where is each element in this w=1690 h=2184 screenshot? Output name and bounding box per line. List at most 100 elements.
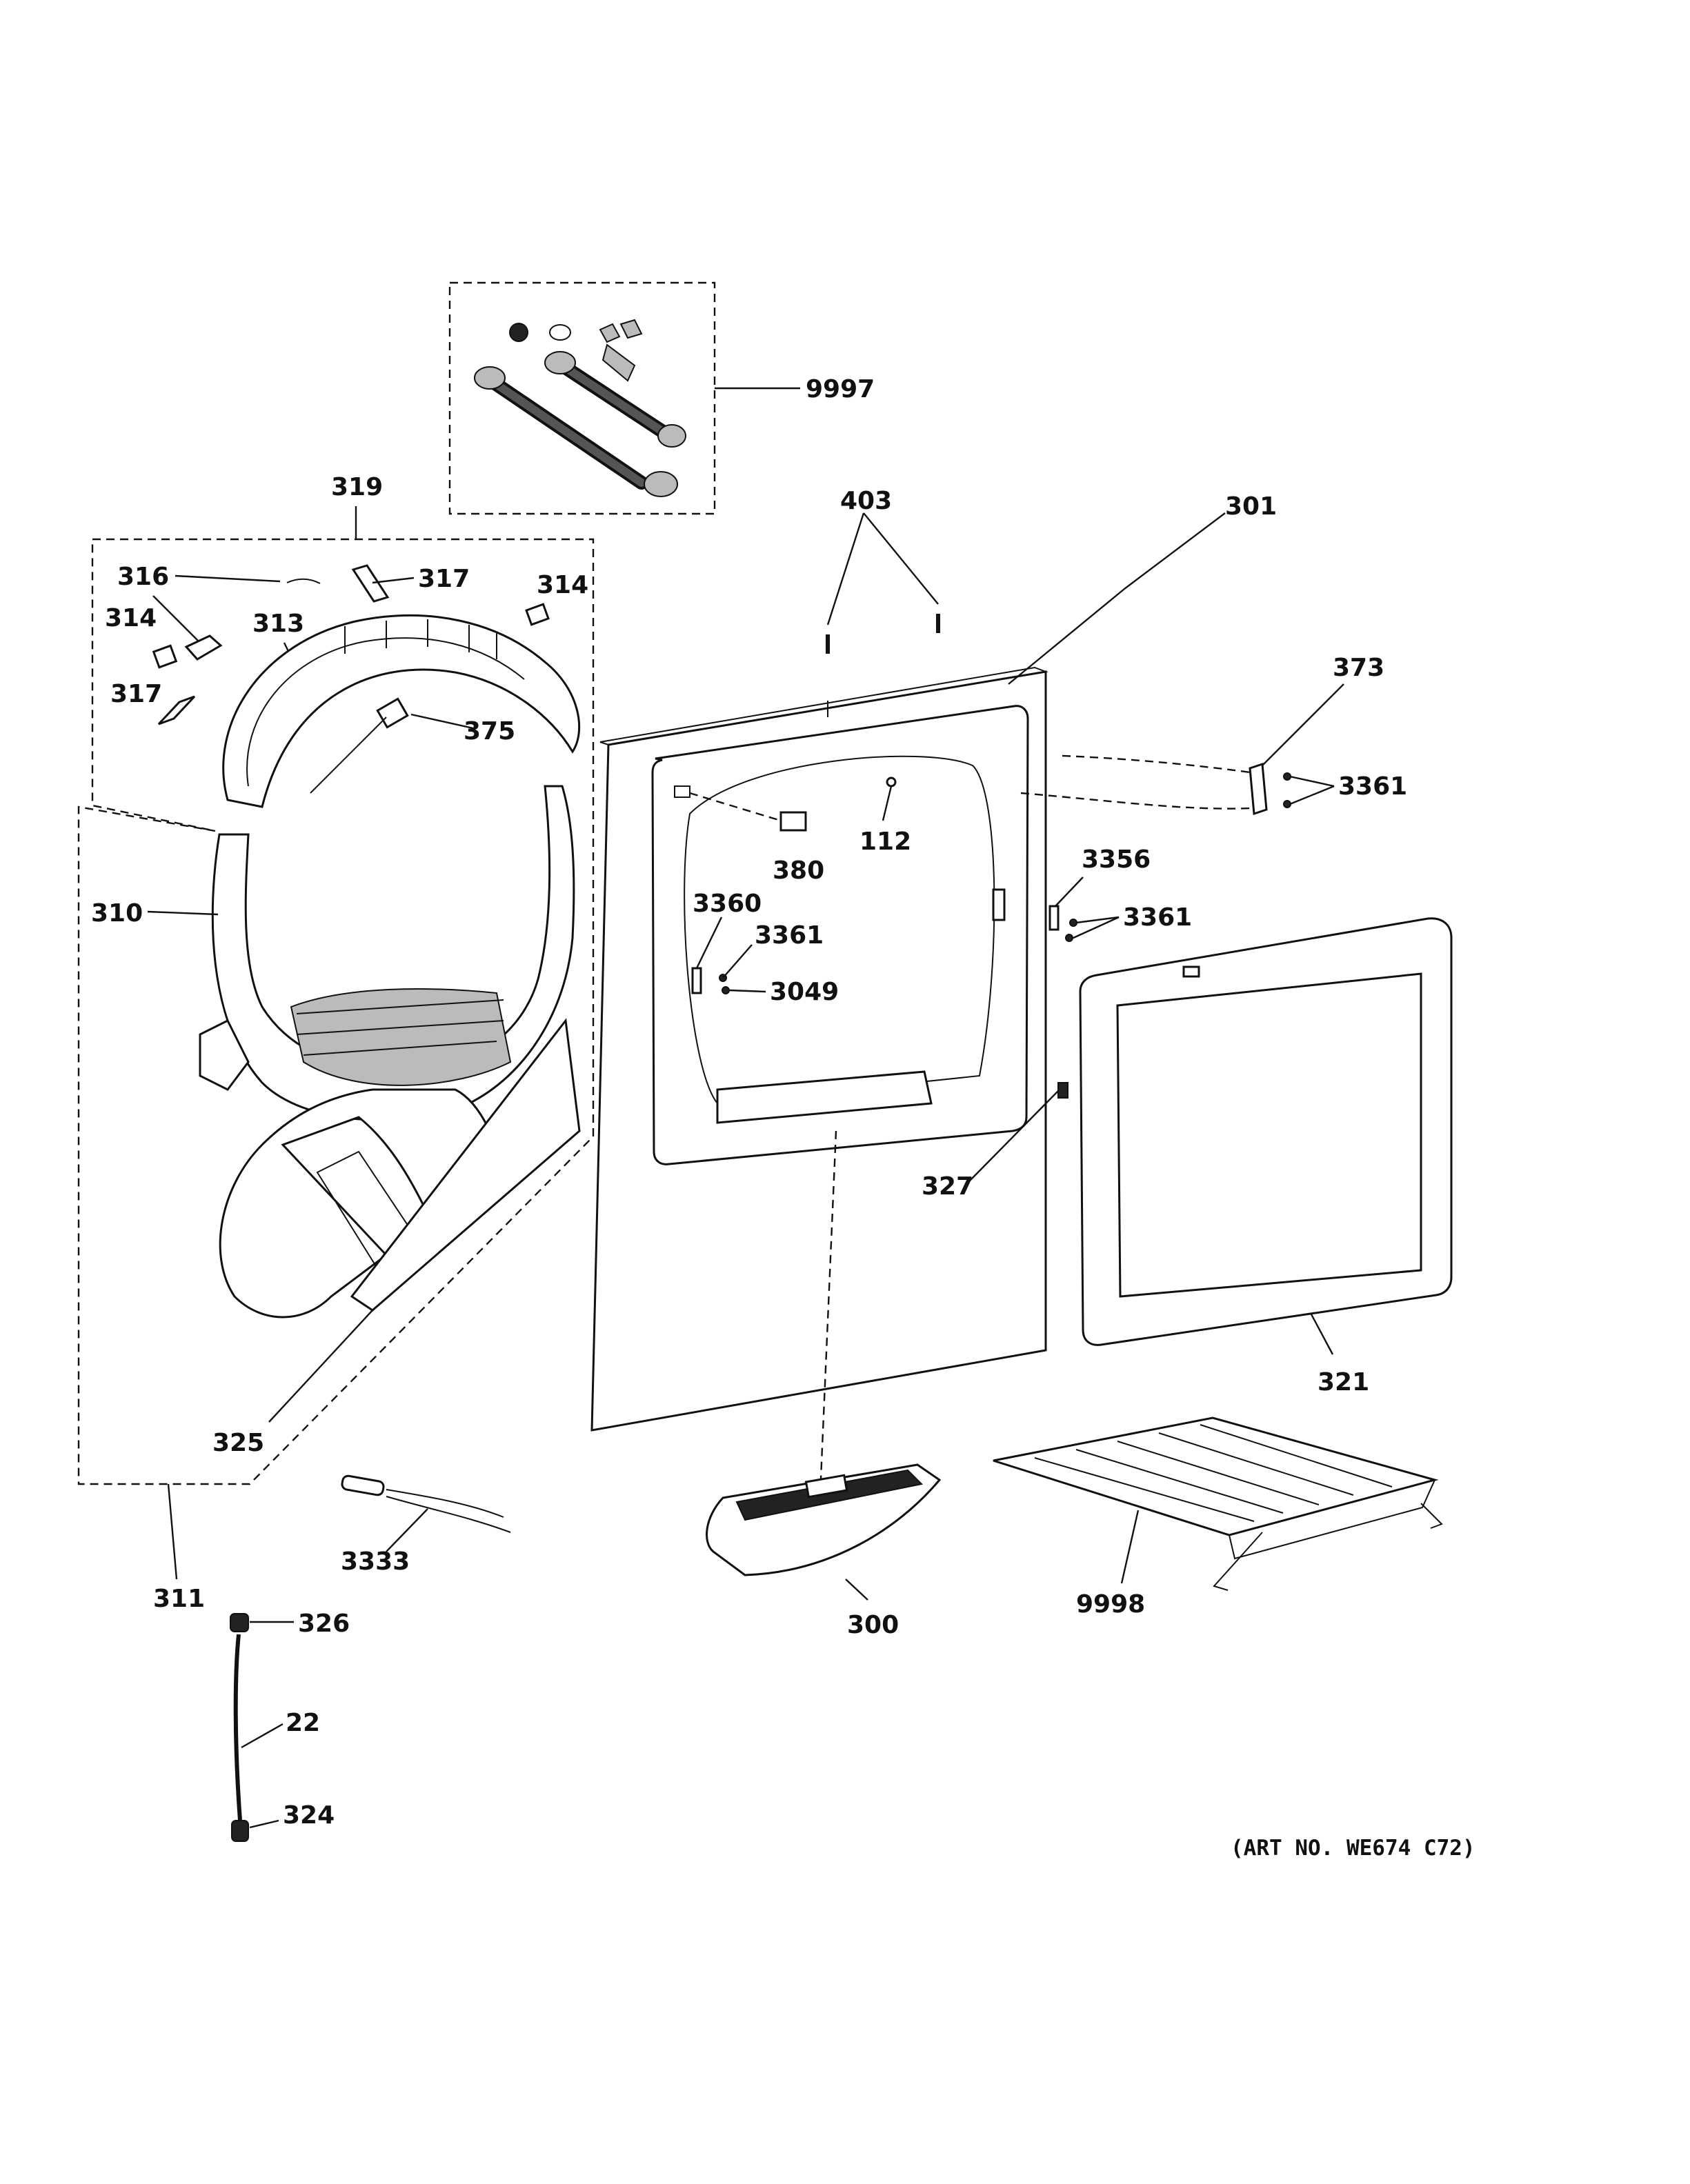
callout-324: 324 — [283, 1801, 335, 1830]
y-connector-b — [619, 319, 643, 339]
fitting-324 — [231, 1820, 249, 1842]
door-group: 327 321 — [922, 917, 1453, 1396]
callout-321: 321 — [1318, 1368, 1369, 1396]
callout-373: 373 — [1333, 654, 1384, 682]
front-panel-group: 301 403 380 112 3360 3361 3049 — [590, 487, 1277, 1432]
cord-22 — [233, 1634, 242, 1821]
duct-assembly-dashed-outline — [77, 538, 595, 1485]
duct-assembly-group: 319 311 316 317 314 314 317 313 375 — [77, 473, 595, 1613]
callout-314-right: 314 — [537, 571, 588, 599]
hinge-group: 373 3361 3356 3361 — [1020, 654, 1407, 942]
callout-403: 403 — [840, 487, 892, 515]
leader-300 — [845, 1579, 868, 1601]
callout-317-top: 317 — [418, 565, 470, 593]
hose-2-fitting-b — [657, 424, 686, 448]
fitting-326 — [230, 1613, 249, 1632]
art-number: (ART NO. WE674 C72) — [1231, 1836, 1475, 1861]
callout-380: 380 — [773, 856, 824, 885]
callout-375: 375 — [464, 717, 515, 745]
leader-321 — [1309, 1312, 1334, 1355]
leader-317-top — [372, 577, 415, 584]
sensor-wire-316 — [286, 578, 321, 584]
door-window — [1116, 972, 1422, 1298]
leader-301 — [1008, 588, 1125, 685]
screw-112 — [886, 777, 897, 788]
hinge-373 — [1249, 762, 1268, 816]
heater-group: 3333 — [341, 1474, 511, 1576]
hinge-screw-2 — [1283, 800, 1291, 808]
callout-317-left: 317 — [110, 680, 162, 708]
leader-3356 — [1055, 876, 1084, 907]
callout-3356: 3356 — [1082, 845, 1151, 874]
hose-1-fitting-a — [474, 366, 506, 390]
callout-325: 325 — [212, 1429, 264, 1457]
leader-325 — [268, 1310, 373, 1423]
hose-washer-2 — [549, 324, 571, 341]
y-connector-body — [602, 343, 636, 382]
callout-319: 319 — [331, 473, 383, 501]
callout-326: 326 — [298, 1610, 350, 1638]
leader-3361-c — [722, 944, 753, 979]
callout-112: 112 — [859, 828, 911, 856]
leader-3361-b — [1073, 916, 1120, 939]
leader-316 — [175, 574, 281, 583]
leader-3360 — [695, 916, 723, 969]
screw-3049 — [722, 986, 730, 994]
leader-310 — [147, 910, 219, 916]
callout-311: 311 — [153, 1585, 205, 1613]
callout-310: 310 — [91, 899, 143, 928]
pad-314-right — [525, 603, 550, 626]
sensor-375 — [376, 697, 409, 729]
leader-403-right — [863, 512, 939, 605]
cord-group: 326 22 324 — [230, 1610, 350, 1842]
callout-3361-b: 3361 — [1123, 903, 1192, 932]
callout-314-left: 314 — [105, 604, 157, 632]
door-opening — [651, 705, 1029, 1165]
pad-314-left — [152, 644, 178, 669]
leader-316b — [152, 595, 199, 642]
drying-rack-9998 — [993, 1416, 1439, 1536]
hose-washer-1 — [509, 323, 528, 342]
catch-327 — [1057, 1082, 1068, 1099]
leader-373 — [1262, 683, 1344, 766]
callout-301: 301 — [1225, 492, 1277, 521]
leader-3333 — [386, 1508, 428, 1552]
strike-3360 — [691, 967, 702, 994]
leader-324 — [249, 1819, 279, 1829]
hinge-3356 — [1048, 905, 1060, 931]
leader-327 — [969, 1090, 1059, 1181]
door-switch-380 — [779, 811, 807, 832]
callout-3360: 3360 — [693, 890, 762, 918]
leader-375 — [410, 713, 474, 730]
gasket-strip-317-left — [157, 695, 196, 725]
leader-3049 — [729, 989, 766, 993]
lint-filter-handle — [735, 1469, 924, 1521]
callout-3361-a: 3361 — [1338, 772, 1407, 801]
callout-316: 316 — [117, 563, 169, 591]
leader-22 — [241, 1723, 284, 1749]
leader-311 — [167, 1483, 178, 1580]
lint-grille — [290, 988, 512, 1086]
drying-rack-group: 9998 — [993, 1416, 1443, 1619]
callout-3049: 3049 — [770, 978, 839, 1006]
callout-9998: 9998 — [1076, 1590, 1145, 1619]
upper-duct-313 — [222, 614, 581, 808]
lint-filter-group: 300 — [706, 1130, 942, 1639]
leader-403-left — [826, 512, 865, 625]
callout-3361-c: 3361 — [755, 921, 824, 950]
clip-316 — [184, 634, 223, 661]
callout-313: 313 — [252, 610, 304, 638]
leader-3361-a — [1289, 785, 1335, 805]
hose-kit-dashed-box — [448, 281, 716, 515]
callout-3333: 3333 — [341, 1547, 410, 1576]
heater-3333 — [341, 1474, 385, 1496]
lint-slot — [716, 1070, 933, 1124]
callout-300: 300 — [847, 1611, 899, 1639]
leader-112 — [882, 785, 893, 821]
callout-22: 22 — [286, 1709, 320, 1737]
callout-9997: 9997 — [806, 375, 875, 403]
hose-2-fitting-a — [544, 351, 576, 374]
duct-bracket — [199, 1019, 250, 1091]
